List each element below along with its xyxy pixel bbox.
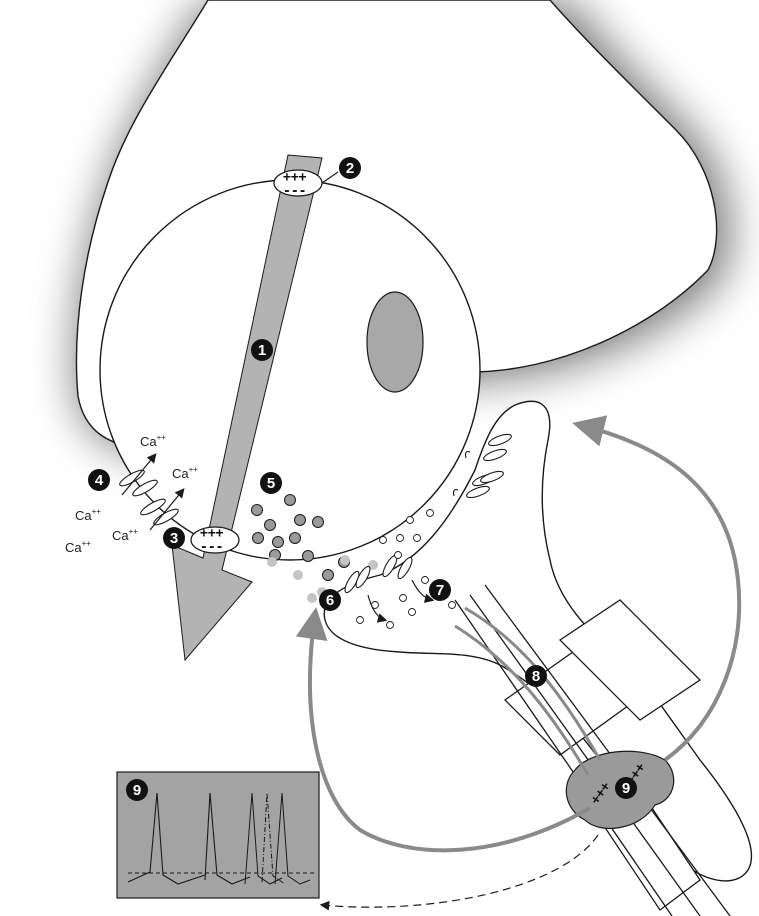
svg-text:Ca++: Ca++ <box>65 539 91 555</box>
svg-text:+++: +++ <box>283 170 307 185</box>
svg-text:9: 9 <box>622 780 630 797</box>
svg-text:2: 2 <box>346 160 354 177</box>
nucleus <box>367 292 423 392</box>
svg-text:3: 3 <box>170 530 178 547</box>
svg-text:6: 6 <box>326 592 334 609</box>
svg-text:+++: +++ <box>200 526 224 541</box>
svg-text:Ca++: Ca++ <box>75 507 101 523</box>
svg-text:Ca++: Ca++ <box>112 527 138 543</box>
marker-6: 6 <box>319 589 341 611</box>
marker-5: 5 <box>260 472 282 494</box>
marker-7: 7 <box>429 579 451 601</box>
svg-text:9: 9 <box>133 782 141 799</box>
marker-9-inset: 9 <box>126 779 148 801</box>
svg-text:4: 4 <box>95 472 104 489</box>
svg-text:5: 5 <box>267 475 275 492</box>
marker-1: 1 <box>251 339 273 361</box>
svg-text:---: --- <box>283 184 306 199</box>
marker-9-node: 9 <box>615 777 637 799</box>
recording-arrow <box>322 835 598 907</box>
svg-text:---: --- <box>200 540 223 555</box>
marker-8: 8 <box>525 665 547 687</box>
svg-text:1: 1 <box>258 342 266 359</box>
svg-text:7: 7 <box>436 582 444 599</box>
svg-text:8: 8 <box>532 668 540 685</box>
marker-4: 4 <box>88 469 110 491</box>
marker-3: 3 <box>163 527 185 549</box>
